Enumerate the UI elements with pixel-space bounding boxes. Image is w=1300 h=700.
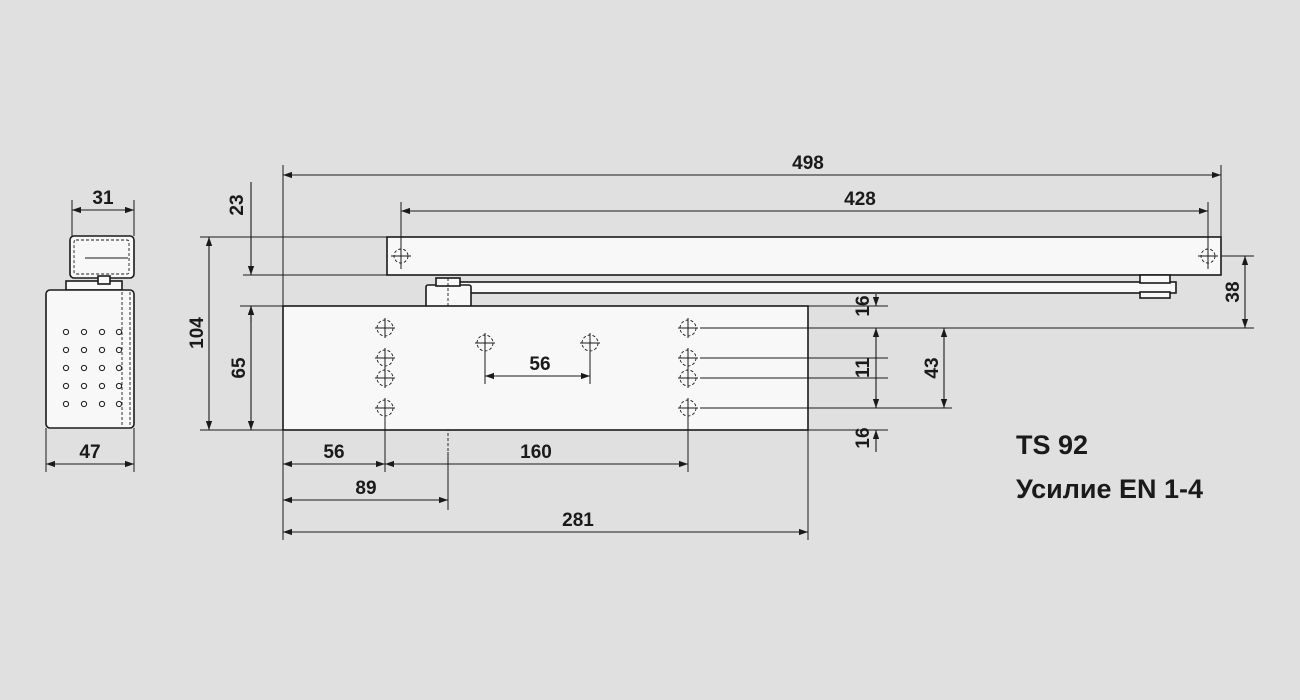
dim-31-label: 31 [92, 188, 114, 209]
hole-icon [375, 318, 395, 338]
lever-bar [445, 281, 1177, 294]
dim-47-label: 47 [79, 442, 100, 463]
dim-89-label: 89 [355, 478, 376, 499]
arm-rail [386, 236, 1222, 276]
dim-56-holes: 56 [484, 351, 591, 384]
dim-498-label: 498 [792, 153, 824, 174]
dim-65: 65 [229, 305, 283, 430]
model-title: TS 92 [1016, 430, 1089, 460]
dim-428-label: 428 [844, 189, 876, 210]
body-rect [282, 305, 809, 431]
dim-38: 38 [700, 255, 1254, 329]
dim-56-holes-label: 56 [529, 354, 550, 375]
dim-428: 428 [400, 189, 1209, 243]
hole-icon [678, 318, 698, 338]
dim-281-label: 281 [562, 510, 594, 531]
mounting-holes [375, 318, 698, 418]
dim-160-label: 160 [520, 442, 552, 463]
dim-16-top-label: 16 [853, 295, 874, 316]
dim-65-label: 65 [229, 357, 250, 379]
side-arm-block [69, 235, 135, 279]
hole-icon [678, 368, 698, 388]
pinion-block [425, 284, 472, 308]
main-arm [386, 236, 1222, 276]
dim-hole-stack: 16 11 16 43 [700, 294, 952, 452]
dim-498: 498 [282, 153, 1222, 306]
dim-23: 23 [227, 182, 387, 322]
dim-47: 47 [45, 428, 135, 472]
force-class-label: Усилие EN 1-4 [1016, 474, 1204, 504]
hole-icon [678, 348, 698, 368]
dim-38-label: 38 [1223, 281, 1244, 302]
dim-16-bottom-label: 16 [853, 427, 874, 448]
dim-43-label: 43 [922, 357, 943, 378]
side-dot-grid [62, 328, 123, 408]
dim-31: 31 [71, 188, 135, 236]
side-pinion [65, 280, 123, 291]
dim-bottom: 56 160 89 281 [282, 416, 809, 540]
side-body [45, 289, 135, 429]
closer-body [282, 305, 809, 431]
side-view [45, 235, 135, 429]
dim-104-label: 104 [187, 317, 208, 349]
dim-104: 104 [187, 236, 387, 431]
hole-icon [375, 348, 395, 368]
slide-lever [425, 274, 1177, 452]
hole-icon [375, 368, 395, 388]
dim-56-label: 56 [323, 442, 344, 463]
dim-11-label: 11 [853, 358, 874, 379]
dim-23-label: 23 [227, 194, 248, 215]
